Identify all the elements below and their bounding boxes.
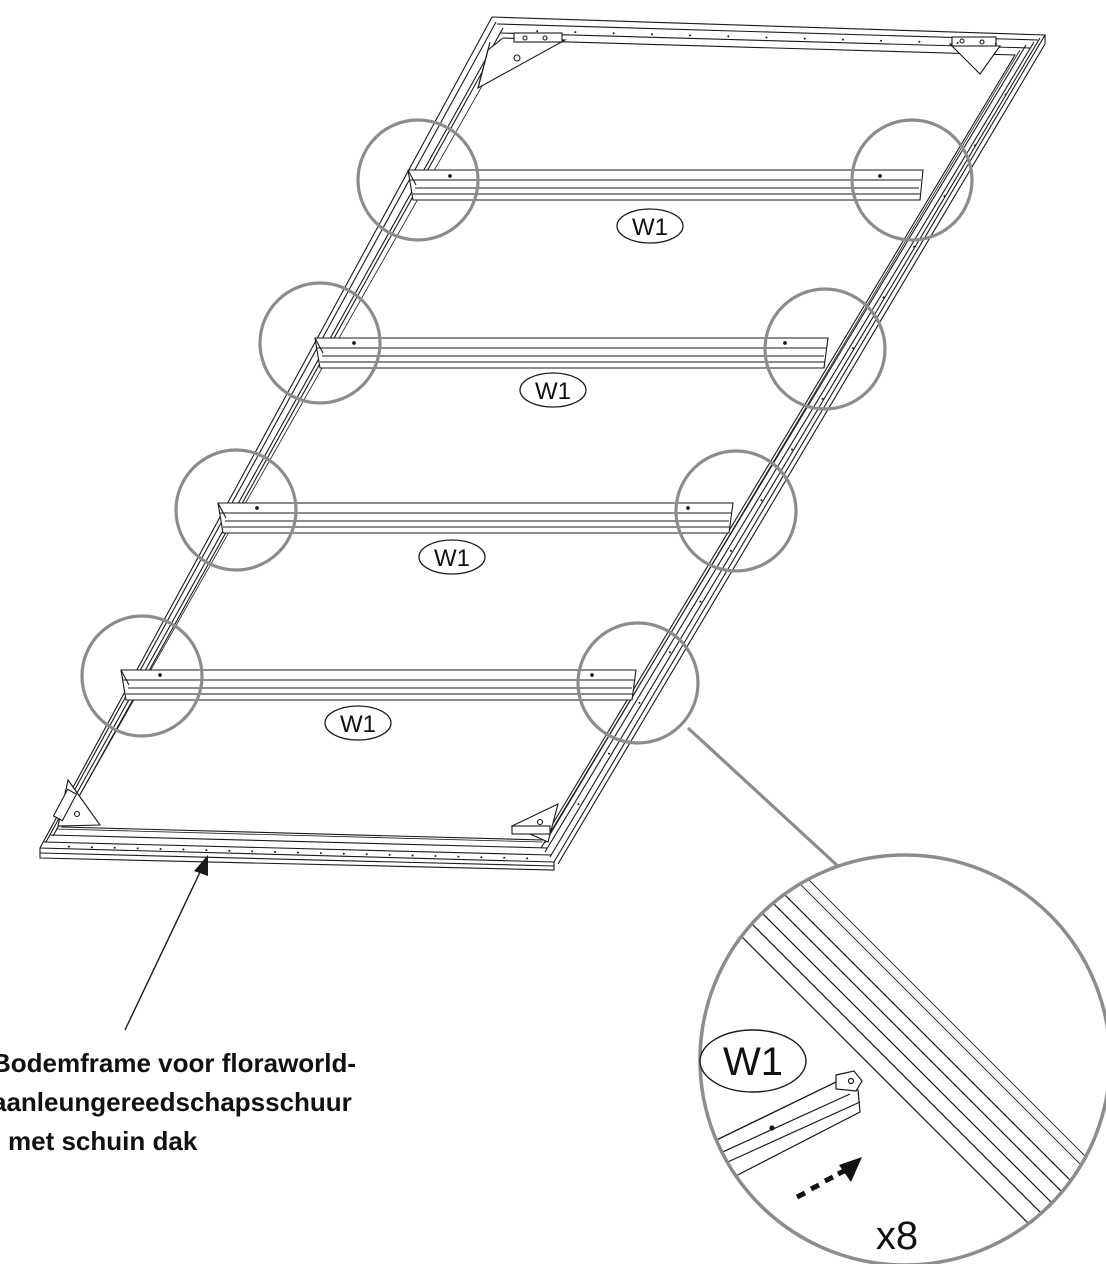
corner-bracket-top-right bbox=[948, 36, 1002, 75]
screw-hole bbox=[760, 499, 763, 502]
screw-hole bbox=[457, 855, 460, 858]
joint-circle bbox=[576, 621, 700, 745]
insertion-arrow bbox=[795, 1157, 862, 1200]
screw-hole bbox=[480, 856, 483, 859]
crossbar-label-1: W1 bbox=[616, 208, 684, 244]
detail-part-label-text: W1 bbox=[723, 1040, 783, 1084]
screw-hole bbox=[727, 35, 730, 38]
screw-hole bbox=[342, 852, 345, 855]
crossbar-2 bbox=[314, 337, 829, 369]
caption-arrow bbox=[124, 855, 208, 1031]
crossbar-1 bbox=[407, 169, 924, 201]
screw-hole bbox=[411, 854, 414, 857]
detail-crossbar-piece bbox=[700, 1070, 863, 1181]
screw-hole bbox=[182, 848, 185, 851]
screw-hole bbox=[650, 33, 653, 36]
screw-hole bbox=[791, 448, 793, 451]
joint-circle bbox=[674, 449, 798, 573]
caption-line-3: met schuin dak bbox=[8, 1126, 198, 1156]
screw-hole bbox=[913, 245, 915, 248]
screw-hole bbox=[574, 31, 577, 34]
joint-circle bbox=[763, 287, 887, 411]
corner-bracket-top-left bbox=[477, 32, 568, 90]
screw-hole bbox=[852, 347, 854, 350]
screw-hole bbox=[319, 852, 322, 855]
screw-hole bbox=[251, 850, 254, 853]
crossbar-3 bbox=[217, 502, 734, 534]
screw-hole bbox=[880, 39, 883, 42]
screw-hole bbox=[503, 856, 506, 859]
screw-hole bbox=[803, 37, 806, 40]
joint-circle bbox=[850, 118, 974, 242]
corner-bracket-bottom-left bbox=[52, 778, 102, 827]
screw-hole bbox=[434, 855, 437, 857]
crossbar-label-text: W1 bbox=[632, 214, 668, 241]
screw-hole bbox=[536, 30, 539, 33]
screw-hole bbox=[297, 851, 299, 854]
caption-line-2: aanleungereedschapsschuur bbox=[0, 1087, 352, 1117]
caption-line-1: Bodemframe voor floraworld- bbox=[0, 1048, 356, 1078]
screw-hole bbox=[228, 849, 231, 852]
screw-hole bbox=[205, 849, 208, 852]
crossbar-label-3: W1 bbox=[418, 539, 486, 575]
quantity-label: x8 bbox=[876, 1214, 918, 1258]
screw-hole bbox=[669, 651, 671, 654]
screw-hole bbox=[994, 42, 997, 45]
screw-hole bbox=[699, 600, 702, 603]
screw-hole bbox=[159, 848, 162, 850]
detail-leader-line bbox=[686, 726, 842, 870]
screw-hole bbox=[765, 36, 768, 39]
screw-hole bbox=[274, 850, 277, 853]
corner-bracket-bottom-right bbox=[510, 802, 559, 843]
screw-hole bbox=[365, 853, 368, 856]
screw-hole bbox=[1004, 93, 1007, 96]
screw-hole bbox=[943, 195, 946, 198]
screw-hole bbox=[612, 32, 615, 35]
joint-circle bbox=[356, 118, 480, 242]
screw-hole bbox=[918, 40, 921, 43]
crossbar-label-text: W1 bbox=[434, 545, 470, 572]
joint-circle bbox=[80, 614, 204, 738]
caption: Bodemframe voor floraworld- aanleungeree… bbox=[0, 1048, 356, 1156]
base-frame bbox=[39, 16, 1046, 871]
detail-magnifier: W1 x8 bbox=[698, 853, 1106, 1264]
screw-hole bbox=[67, 845, 70, 848]
crossbar-labels: W1 W1 W1 W1 bbox=[324, 208, 684, 741]
screw-hole bbox=[577, 803, 580, 806]
screw-hole bbox=[608, 752, 610, 755]
detail-part-label: W1 bbox=[699, 1029, 807, 1093]
screw-hole bbox=[882, 296, 885, 299]
frame-screw-holes bbox=[67, 30, 1007, 860]
screw-hole bbox=[956, 41, 959, 44]
screw-hole bbox=[841, 38, 844, 41]
screw-hole bbox=[388, 853, 391, 856]
screw-hole bbox=[90, 846, 93, 849]
joint-highlight-circles bbox=[80, 118, 974, 745]
joint-circle bbox=[174, 448, 298, 572]
crossbar-label-text: W1 bbox=[340, 711, 376, 738]
crossbar-label-4: W1 bbox=[324, 705, 392, 741]
joint-circle bbox=[258, 281, 382, 405]
screw-hole bbox=[113, 846, 116, 849]
crossbar-4 bbox=[120, 669, 637, 701]
screw-hole bbox=[638, 701, 641, 704]
screw-hole bbox=[136, 847, 139, 850]
screw-hole bbox=[821, 397, 824, 400]
screw-hole bbox=[730, 549, 732, 552]
crossbar-label-2: W1 bbox=[519, 372, 587, 408]
screw-hole bbox=[526, 857, 529, 860]
screw-hole bbox=[974, 144, 976, 147]
crossbar-label-text: W1 bbox=[535, 378, 571, 405]
screw-hole bbox=[689, 34, 692, 37]
